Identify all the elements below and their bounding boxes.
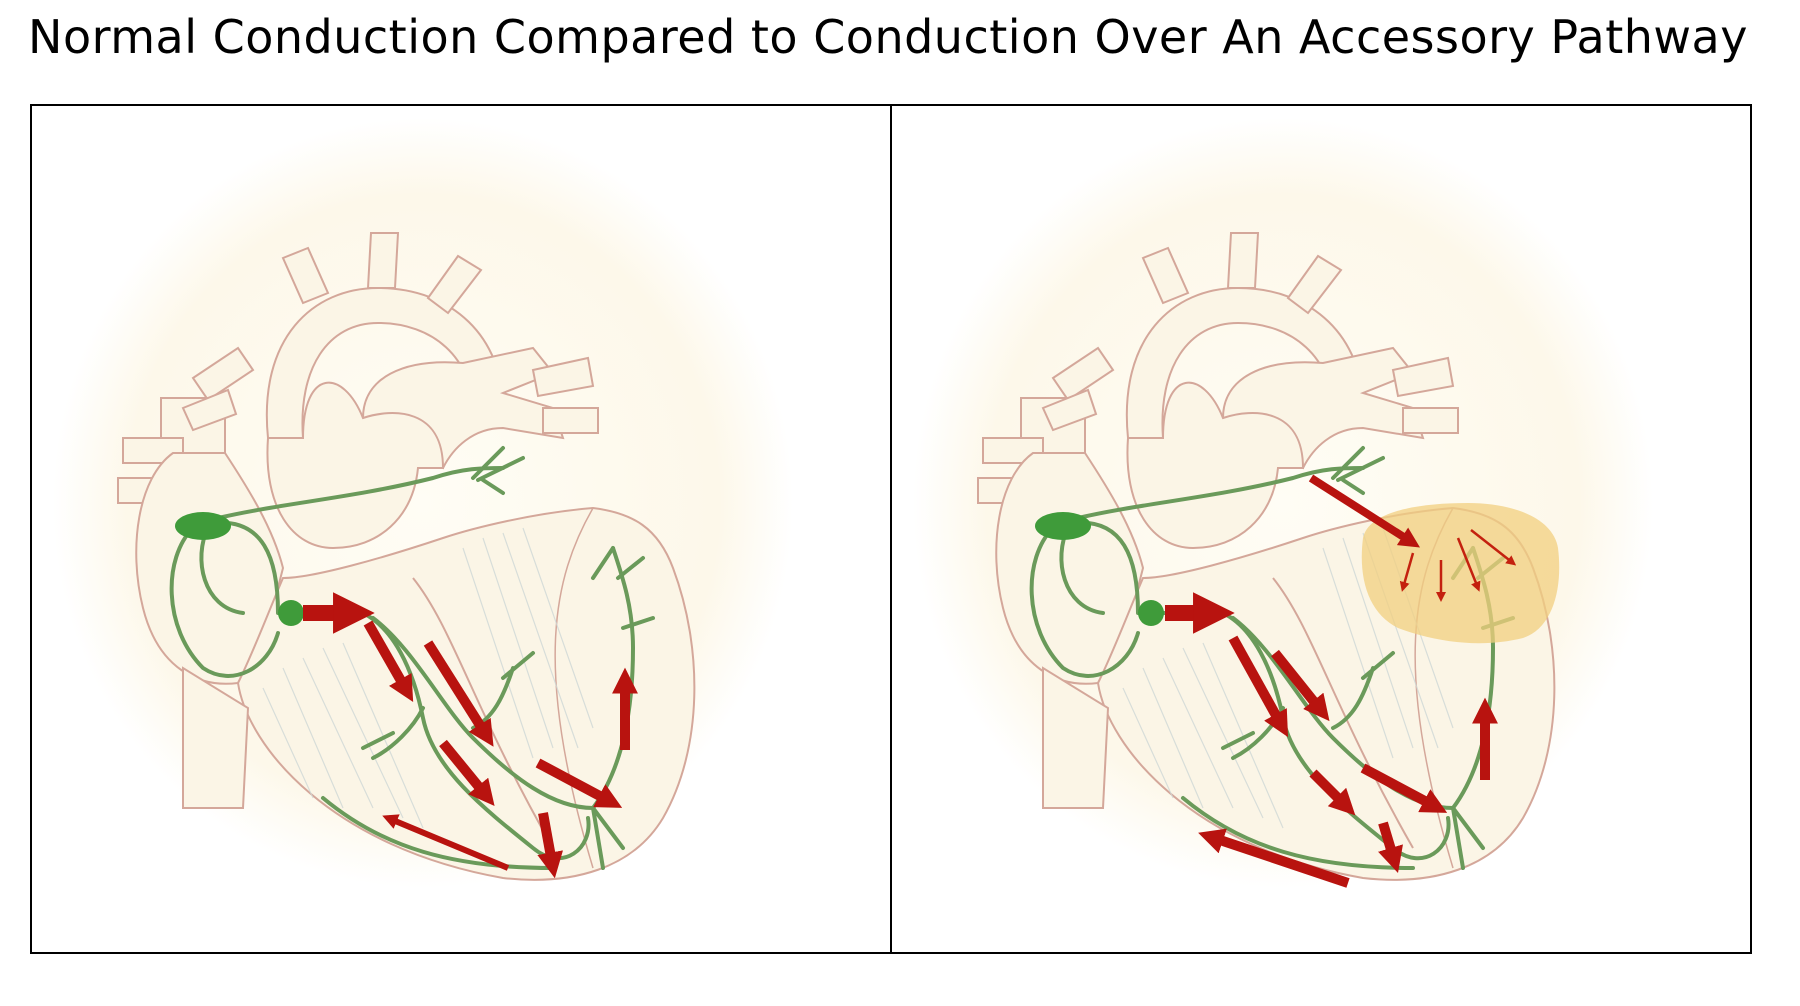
arrow-left-bundle-1 (1271, 649, 1330, 722)
accessory-pathway-region (1361, 503, 1560, 644)
arrow-posterior-left (382, 814, 510, 871)
arrow-posterior-left (1198, 828, 1350, 888)
arrow-right-bundle-2 (439, 739, 495, 807)
arrow-left-bundle-1 (423, 640, 494, 747)
arrow-apex-down (537, 812, 563, 879)
arrow-apex-down (1378, 821, 1403, 873)
accessory-pathway-heart-illustration (911, 116, 1655, 890)
accessory-pathway-panel (893, 108, 1749, 950)
arrow-left-bundle-2 (1360, 763, 1448, 813)
arrow-right-bundle-2 (1309, 769, 1356, 816)
arrow-right-bundle-1 (1228, 635, 1289, 738)
arrow-left-bundle-2 (535, 758, 623, 808)
accessory-small-arrows (1399, 529, 1517, 602)
panel-divider (890, 104, 892, 954)
arrow-right-bundle-1 (363, 620, 414, 703)
normal-conduction-heart-illustration (51, 116, 795, 890)
normal-conduction-panel (33, 108, 889, 950)
page-title: Normal Conduction Compared to Conduction… (28, 10, 1748, 64)
arrow-accessory-entry (1308, 474, 1421, 548)
